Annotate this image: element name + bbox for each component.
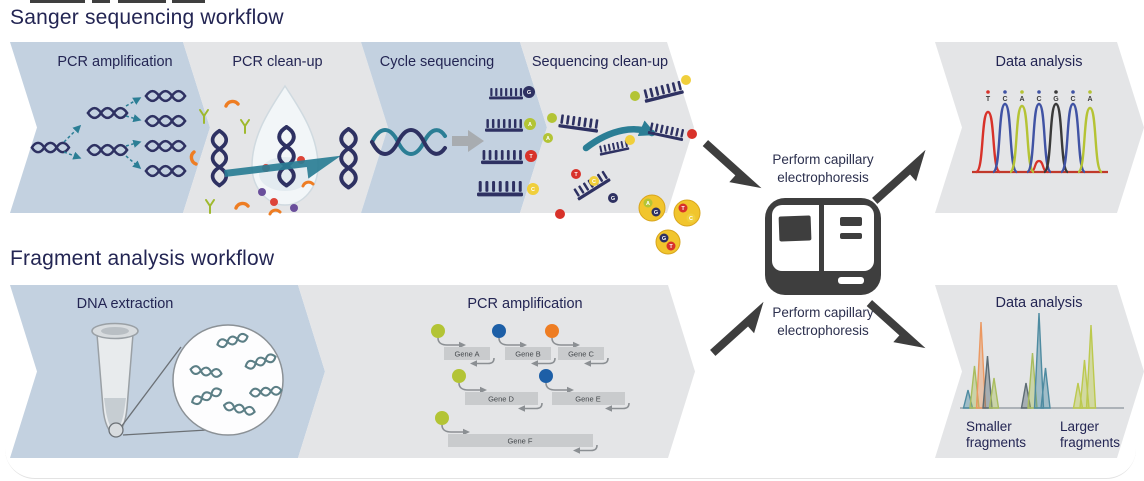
larger-fragments-label: Larger fragments (1060, 419, 1121, 450)
svg-text:C: C (689, 216, 693, 222)
svg-text:Gene E: Gene E (575, 395, 600, 404)
crop-artifact (118, 0, 166, 3)
step-label-fragment-data-analysis: Data analysis (995, 295, 1083, 311)
gene-e-target: Gene E (539, 369, 630, 412)
svg-text:Gene F: Gene F (507, 437, 532, 446)
svg-text:Gene D: Gene D (488, 395, 514, 404)
crop-artifact (92, 0, 110, 3)
sanger-workflow-title: Sanger sequencing workflow (10, 6, 284, 29)
chevron-frag-pcr-amplification (298, 285, 695, 458)
step-label-pcr-amplification: PCR amplification (57, 54, 173, 70)
svg-text:Gene C: Gene C (568, 350, 594, 359)
dye-dot (492, 324, 506, 338)
dye-dot (539, 369, 553, 383)
step-label-frag-pcr-amplification: PCR amplification (467, 296, 583, 312)
svg-text:Gene A: Gene A (454, 350, 479, 359)
dye-dot (452, 369, 466, 383)
gene-f-target: Gene F (435, 411, 598, 454)
dye-dot (431, 324, 445, 338)
capillary-caption-bottom: Perform capillary electrophoresis (772, 305, 874, 338)
step-label-sanger-data-analysis: Data analysis (995, 54, 1083, 70)
step-label-pcr-cleanup: PCR clean-up (232, 54, 323, 70)
svg-text:Gene B: Gene B (515, 350, 540, 359)
chevron-pcr-amplification (10, 42, 210, 213)
crop-artifact (30, 0, 85, 3)
step-label-cycle-sequencing: Cycle sequencing (379, 54, 495, 70)
gene-a-target: Gene A (431, 324, 495, 367)
dye-dot (435, 411, 449, 425)
genetic-analyzer-icon (765, 198, 881, 295)
svg-text:T: T (681, 206, 685, 212)
fragment-workflow-title: Fragment analysis workflow (10, 247, 275, 270)
smaller-fragments-label: Smaller fragments (966, 419, 1027, 450)
step-label-sequencing-cleanup: Sequencing clean-up (531, 54, 669, 70)
gene-c-target: Gene C (545, 324, 609, 367)
analyzer-slot (838, 277, 864, 284)
analyzer-screen (778, 215, 812, 242)
step-label-dna-extraction: DNA extraction (76, 296, 174, 312)
dye-dot (545, 324, 559, 338)
gene-d-target: Gene D (452, 369, 543, 412)
svg-text:T: T (669, 244, 673, 250)
crop-artifact (172, 0, 205, 3)
svg-text:G: G (662, 236, 666, 242)
gene-b-target: Gene B (492, 324, 556, 367)
capillary-caption-top: Perform capillary electrophoresis (772, 152, 874, 185)
